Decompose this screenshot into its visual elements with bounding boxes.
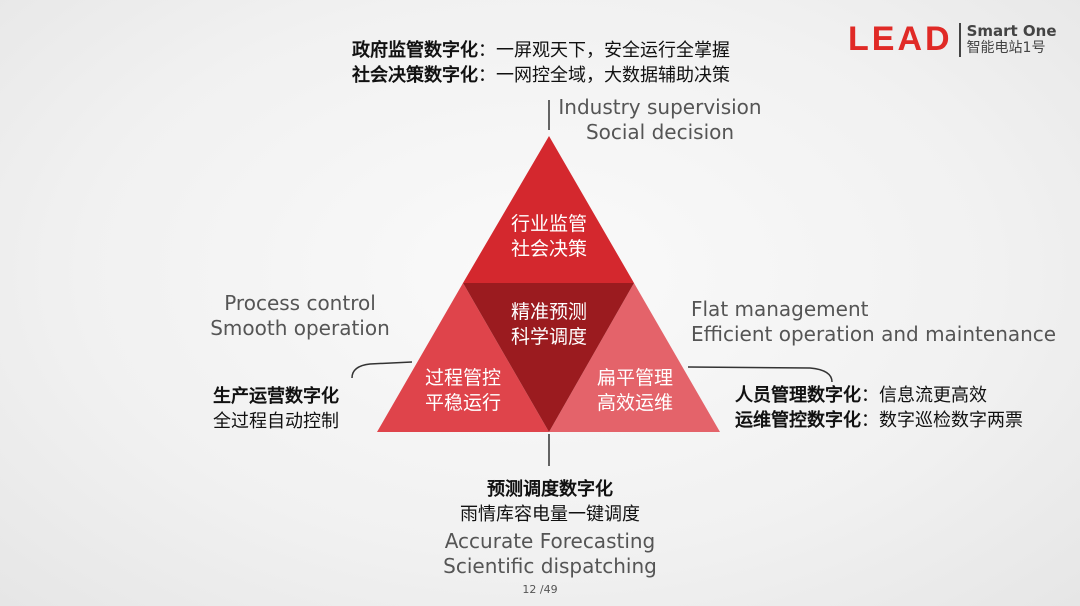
left-zh: 全过程自动控制 (213, 411, 339, 432)
bottom-en2: Scientific dispatching (443, 554, 657, 578)
triangle-top-segment (463, 136, 634, 283)
top-en1: Industry supervision (558, 95, 762, 119)
logo-divider (958, 22, 961, 57)
logo-product-en: Smart One (966, 21, 1057, 40)
left-digital-text: 生产运营数字化 全过程自动控制 (213, 384, 339, 434)
right-connector (687, 366, 833, 383)
right-label-line2: 高效运维 (596, 392, 673, 414)
triangle-left-segment (377, 283, 549, 432)
right-digital-text: 人员管理数字化：信息流更高效 运维管控数字化：数字巡检数字两票 (735, 383, 1023, 433)
right-line1-bold: 人员管理数字化 (735, 385, 861, 406)
top-label-line2: 社会决策 (510, 238, 587, 260)
bottom-english: Accurate Forecasting Scientific dispatch… (420, 529, 680, 579)
triangle-right-segment (549, 283, 720, 432)
triangle-left-label: 过程管控 平稳运行 (403, 366, 523, 416)
center-label-line2: 科学调度 (510, 326, 587, 348)
bottom-en1: Accurate Forecasting (444, 529, 656, 553)
bottom-zh: 雨情库容电量一键调度 (460, 504, 640, 525)
triangle-top-label: 行业监管 社会决策 (489, 212, 609, 262)
center-label-line1: 精准预测 (510, 301, 587, 323)
page-number: 12 /49 (522, 583, 558, 596)
left-en2: Smooth operation (210, 316, 390, 340)
left-label-line2: 平稳运行 (424, 392, 501, 414)
triangle-center-segment (463, 283, 634, 432)
right-label-line1: 扁平管理 (596, 367, 673, 389)
top-line1-bold: 政府监管数字化 (352, 40, 478, 61)
top-digital-text: 政府监管数字化：一屏观天下，安全运行全掌握 社会决策数字化：一网控全域，大数据辅… (352, 38, 730, 88)
top-line2-bold: 社会决策数字化 (352, 65, 478, 86)
logo: LEAD Smart One 智能电站1号 (848, 20, 1057, 59)
top-line1-rest: ：一屏观天下，安全运行全掌握 (478, 40, 730, 61)
top-line2-rest: ：一网控全域，大数据辅助决策 (478, 65, 730, 86)
bottom-zh-bold: 预测调度数字化 (487, 479, 613, 500)
right-line2-rest: ：数字巡检数字两票 (861, 410, 1023, 431)
left-label-line1: 过程管控 (424, 367, 501, 389)
top-en2: Social decision (585, 120, 735, 144)
bottom-digital-text: 预测调度数字化 雨情库容电量一键调度 (420, 477, 680, 527)
right-english: Flat management Efficient operation and … (691, 297, 1056, 347)
right-line1-rest: ：信息流更高效 (861, 385, 987, 406)
logo-product-zh: 智能电站1号 (966, 39, 1046, 56)
top-english: Industry supervision Social decision (540, 95, 780, 145)
left-english: Process control Smooth operation (200, 291, 400, 341)
right-en2: Efficient operation and maintenance (691, 322, 1057, 346)
left-en1: Process control (224, 291, 376, 315)
triangle-center-label: 精准预测 科学调度 (489, 300, 609, 350)
right-line2-bold: 运维管控数字化 (735, 410, 861, 431)
right-en1: Flat management (691, 297, 869, 321)
left-zh-bold: 生产运营数字化 (213, 386, 339, 407)
left-connector (351, 361, 413, 379)
logo-brand: LEAD (848, 20, 953, 58)
top-label-line1: 行业监管 (510, 213, 587, 235)
triangle-right-label: 扁平管理 高效运维 (575, 366, 695, 416)
